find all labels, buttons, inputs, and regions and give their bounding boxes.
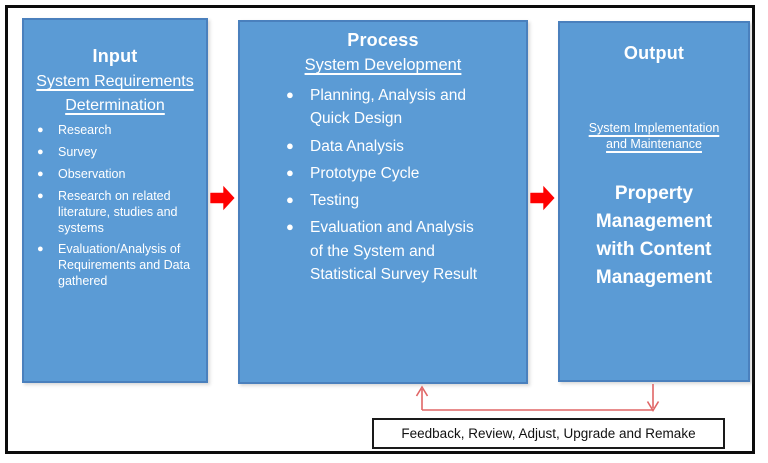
bullet-icon: ● (37, 167, 44, 180)
input-subtitle-line: System Requirements (36, 73, 194, 90)
input-stage-box: Input System Requirements Determination … (22, 18, 208, 383)
list-item: ● Evaluation and Analysis of the System … (286, 216, 488, 286)
process-bullet-text: Testing (310, 192, 360, 209)
list-item: ● Testing (286, 189, 488, 212)
output-result-line: Property (614, 183, 694, 204)
process-bullet-text: Prototype Cycle (310, 164, 420, 182)
output-result-text: Property Management with Content Managem… (560, 180, 748, 292)
right-arrow-icon (530, 184, 556, 212)
list-item: ● Planning, Analysis and Quick Design (286, 84, 488, 131)
input-subtitle-line: Determination (65, 97, 165, 114)
output-result-line: Management (595, 267, 713, 288)
list-item: ● Evaluation/Analysis of Requirements an… (37, 242, 196, 290)
process-subtitle: System Development (240, 53, 526, 77)
input-bullet-list: ● Research ● Survey ● Observation ● Rese… (24, 123, 206, 290)
process-bullet-text: Planning, Analysis and Quick Design (310, 87, 466, 128)
bullet-icon: ● (37, 243, 44, 256)
output-result-line: Management (595, 211, 713, 232)
list-item: ● Observation (37, 167, 196, 183)
bullet-icon: ● (37, 124, 44, 136)
bullet-icon: ● (37, 145, 44, 158)
feedback-label: Feedback, Review, Adjust, Upgrade and Re… (401, 426, 696, 441)
process-stage-box: Process System Development ● Planning, A… (238, 20, 528, 384)
list-item: ● Data Analysis (286, 135, 488, 158)
process-title: Process (347, 30, 419, 50)
input-bullet-text: Survey (58, 144, 97, 159)
bullet-icon: ● (286, 219, 294, 235)
output-subtitle: System Implementation and Maintenance (560, 120, 748, 152)
list-item: ● Research on related literature, studie… (37, 189, 196, 237)
feedback-label-box: Feedback, Review, Adjust, Upgrade and Re… (372, 418, 725, 449)
input-bullet-text: Observation (58, 166, 126, 181)
process-bullet-text: Evaluation and Analysis of the System an… (310, 219, 478, 283)
process-subtitle-line: System Development (304, 56, 462, 74)
bullet-icon: ● (37, 189, 44, 202)
right-arrow-icon (210, 184, 236, 212)
list-item: ● Prototype Cycle (286, 162, 488, 185)
list-item: ● Survey (37, 145, 196, 161)
output-title: Output (623, 43, 685, 63)
process-bullet-text: Data Analysis (310, 137, 404, 155)
input-bullet-text: Research (58, 123, 112, 137)
bullet-icon: ● (286, 192, 294, 207)
diagram-outer-border (5, 5, 755, 454)
process-bullet-list: ● Planning, Analysis and Quick Design ● … (240, 84, 526, 286)
output-subtitle-line: and Maintenance (606, 137, 702, 151)
bullet-icon: ● (286, 164, 294, 180)
output-result-line: with Content (596, 239, 712, 260)
output-subtitle-line: System Implementation (588, 121, 720, 135)
list-item: ● Research (37, 123, 196, 139)
output-stage-box: Output System Implementation and Mainten… (558, 21, 750, 382)
bullet-icon: ● (286, 137, 294, 153)
input-subtitle: System Requirements Determination (24, 70, 206, 118)
input-bullet-text: Evaluation/Analysis of Requirements and … (58, 242, 191, 289)
input-bullet-text: Research on related literature, studies … (58, 188, 178, 235)
input-title: Input (92, 46, 138, 66)
bullet-icon: ● (286, 87, 294, 102)
